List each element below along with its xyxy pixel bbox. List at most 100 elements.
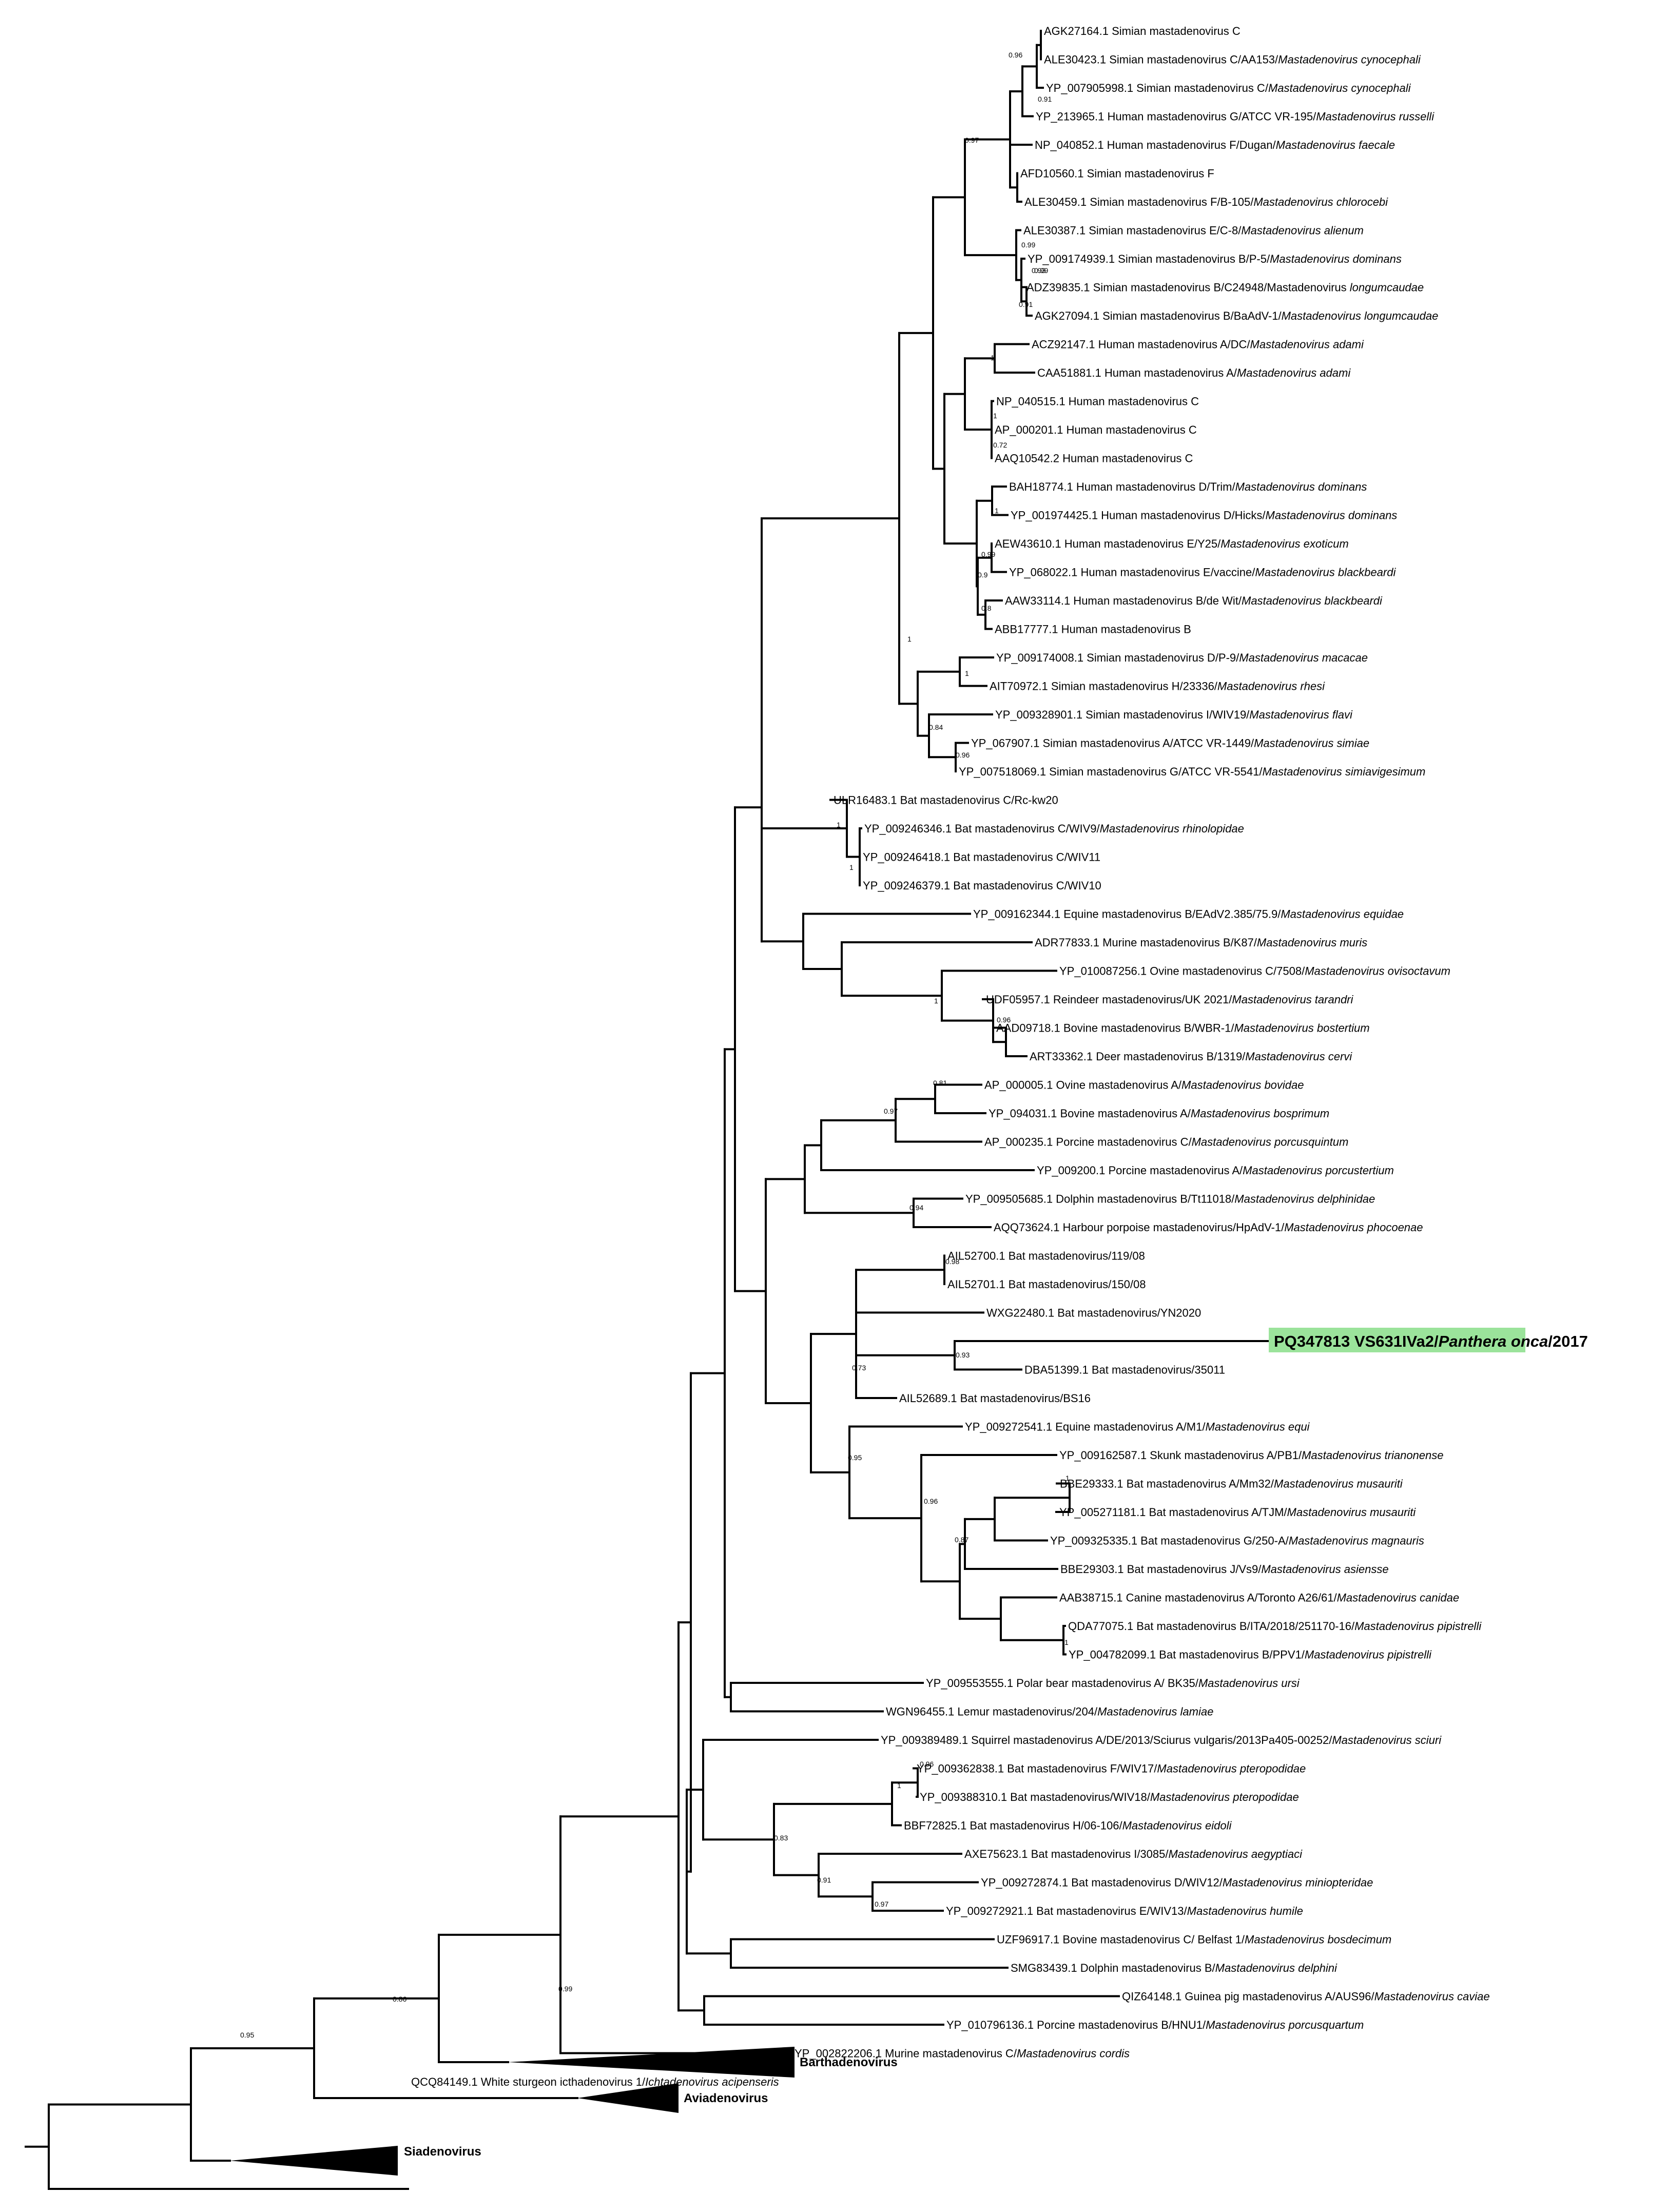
tip-label: YP_009272874.1 Bat mastadenovirus D/WIV1…	[981, 1876, 1373, 1889]
tip-label: ADZ39835.1 Simian mastadenovirus B/C2494…	[1026, 281, 1424, 294]
tip-label: ALE30459.1 Simian mastadenovirus F/B-105…	[1024, 196, 1388, 208]
tip-label: YP_009325335.1 Bat mastadenovirus G/250-…	[1050, 1535, 1424, 1547]
support-value: 0.95	[848, 1453, 862, 1462]
tip-label: YP_067907.1 Simian mastadenovirus A/ATCC…	[971, 737, 1369, 750]
tip-label: BAH18774.1 Human mastadenovirus D/Trim/M…	[1009, 480, 1367, 493]
tip-label: BBF72825.1 Bat mastadenovirus H/06-106/M…	[904, 1819, 1232, 1832]
support-value: 1	[991, 354, 995, 362]
tip-label: WGN96455.1 Lemur mastadenovirus/204/Mast…	[886, 1705, 1213, 1718]
tip-label: YP_002822206.1 Murine mastadenovirus C/M…	[795, 2047, 1130, 2060]
clade-label-siad: Siadenovirus	[404, 2145, 481, 2159]
tip-label: BBE29333.1 Bat mastadenovirus A/Mm32/Mas…	[1060, 1478, 1403, 1490]
tip-label: DBA51399.1 Bat mastadenovirus/35011	[1024, 1364, 1225, 1376]
support-value: 0.81	[933, 1079, 947, 1087]
tip-label: SMG83439.1 Dolphin mastadenovirus B/Mast…	[1011, 1962, 1338, 1974]
support-value: 0.83	[774, 1834, 788, 1842]
support-value: 0.99	[558, 1985, 572, 1993]
tip-label: NP_040852.1 Human mastadenovirus F/Dugan…	[1035, 139, 1395, 151]
clade-label-avia: Aviadenovirus	[684, 2091, 768, 2105]
tip-label: YP_010087256.1 Ovine mastadenovirus C/75…	[1059, 965, 1450, 978]
support-value: 1	[897, 1781, 901, 1790]
tip-label: AIL52689.1 Bat mastadenovirus/BS16	[899, 1392, 1091, 1405]
support-value: 0.96	[997, 1016, 1011, 1024]
tip-label: YP_009174008.1 Simian mastadenovirus D/P…	[996, 651, 1368, 664]
tip-label: YP_009328901.1 Simian mastadenovirus I/W…	[995, 708, 1353, 721]
highlighted-tip-label: PQ347813 VS631IVa2/Panthera onca/2017	[1274, 1332, 1588, 1350]
tip-label: YP_068022.1 Human mastadenovirus E/vacci…	[1009, 566, 1396, 579]
tip-label: AEW43610.1 Human mastadenovirus E/Y25/Ma…	[995, 537, 1349, 550]
tip-label: ALE30423.1 Simian mastadenovirus C/AA153…	[1044, 53, 1421, 66]
tip-label: AAQ10542.2 Human mastadenovirus C	[995, 452, 1193, 465]
tip-label: AAW33114.1 Human mastadenovirus B/de Wit…	[1005, 594, 1383, 607]
support-value: 1	[965, 669, 969, 677]
tip-label: YP_009174939.1 Simian mastadenovirus B/P…	[1028, 253, 1402, 265]
support-value: 0.97	[875, 1900, 888, 1908]
tip-label: AP_000005.1 Ovine mastadenovirus A/Masta…	[984, 1079, 1304, 1092]
support-value: 0.93	[1032, 266, 1045, 275]
support-value: 0.96	[956, 751, 970, 759]
tip-label: UZF96917.1 Bovine mastadenovirus C/ Belf…	[997, 1933, 1391, 1946]
tip-label: ART33362.1 Deer mastadenovirus B/1319/Ma…	[1030, 1050, 1352, 1063]
support-value: 0.99	[1021, 241, 1035, 249]
tip-label: YP_001974425.1 Human mastadenovirus D/Hi…	[1011, 509, 1397, 522]
support-value: 0.96	[1009, 51, 1022, 59]
support-value: 0.91	[1038, 95, 1052, 103]
tip-label: QIZ64148.1 Guinea pig mastadenovirus A/A…	[1122, 1990, 1490, 2003]
tip-label: YP_005271181.1 Bat mastadenovirus A/TJM/…	[1059, 1506, 1416, 1519]
tip-label: YP_010796136.1 Porcine mastadenovirus B/…	[946, 2019, 1364, 2031]
tip-label: QDA77075.1 Bat mastadenovirus B/ITA/2018…	[1068, 1620, 1482, 1633]
tip-label: YP_009246346.1 Bat mastadenovirus C/WIV9…	[864, 822, 1244, 835]
tip-label: ACZ92147.1 Human mastadenovirus A/DC/Mas…	[1032, 338, 1364, 351]
tip-label: YP_009272921.1 Bat mastadenovirus E/WIV1…	[946, 1905, 1303, 1917]
tip-label: AAD09718.1 Bovine mastadenovirus B/WBR-1…	[996, 1022, 1370, 1035]
tip-labels: AGK27164.1 Simian mastadenovirus C ALE304…	[411, 25, 1588, 2088]
tip-label: NP_040515.1 Human mastadenovirus C	[996, 395, 1199, 408]
tip-label: YP_009553555.1 Polar bear mastadenovirus…	[926, 1677, 1300, 1690]
tip-label: ALE30387.1 Simian mastadenovirus E/C-8/M…	[1023, 224, 1364, 237]
tip-label: AAB38715.1 Canine mastadenovirus A/Toron…	[1059, 1592, 1459, 1604]
tip-label: YP_009505685.1 Dolphin mastadenovirus B/…	[965, 1193, 1375, 1206]
tip-label: AP_000235.1 Porcine mastadenovirus C/Mas…	[984, 1136, 1348, 1149]
tip-label: AIL52700.1 Bat mastadenovirus/119/08	[947, 1250, 1145, 1263]
tip-label: QCQ84149.1 White sturgeon icthadenovirus…	[411, 2075, 779, 2088]
collapsed-clade-siad	[230, 2146, 398, 2176]
tip-label: AQQ73624.1 Harbour porpoise mastadenovir…	[994, 1221, 1423, 1234]
support-value: 0.97	[884, 1107, 898, 1115]
support-value: 1	[1064, 1638, 1069, 1646]
collapsed-clade-barth	[508, 2047, 795, 2078]
collapsed-clade-avia	[577, 2083, 679, 2113]
tip-label: CAA51881.1 Human mastadenovirus A/Mastad…	[1037, 366, 1351, 379]
support-value: 1	[995, 507, 999, 515]
support-value: 0.91	[817, 1876, 831, 1884]
tip-label: YP_213965.1 Human mastadenovirus G/ATCC …	[1036, 110, 1435, 123]
support-value: 0.96	[920, 1760, 934, 1768]
support-value: 0.97	[965, 136, 979, 144]
tip-label: YP_009388310.1 Bat mastadenovirus/WIV18/…	[920, 1791, 1299, 1803]
tip-label: YP_004782099.1 Bat mastadenovirus B/PPV1…	[1069, 1648, 1432, 1661]
support-value: 1	[907, 635, 912, 643]
tip-label: YP_009162344.1 Equine mastadenovirus B/E…	[973, 908, 1404, 921]
support-value: 1	[837, 821, 841, 829]
support-value: 0.73	[852, 1364, 866, 1372]
tip-label: YP_009272541.1 Equine mastadenovirus A/M…	[965, 1421, 1310, 1433]
tip-label: AFD10560.1 Simian mastadenovirus F	[1020, 167, 1214, 180]
tip-label: YP_007905998.1 Simian mastadenovirus C/M…	[1046, 82, 1411, 94]
tip-label: AGK27164.1 Simian mastadenovirus C	[1044, 25, 1241, 37]
support-value: 0.94	[909, 1204, 923, 1212]
tip-label: YP_009246418.1 Bat mastadenovirus C/WIV1…	[863, 851, 1100, 864]
tip-label: YP_009162587.1 Skunk mastadenovirus A/PB…	[1059, 1449, 1444, 1462]
tip-label: AGK27094.1 Simian mastadenovirus B/BaAdV…	[1035, 309, 1438, 322]
tip-label: WXG22480.1 Bat mastadenovirus/YN2020	[986, 1307, 1201, 1320]
tip-label: ULR16483.1 Bat mastadenovirus C/Rc-kw20	[834, 794, 1058, 807]
tip-label: UDF05957.1 Reindeer mastadenovirus/UK 20…	[986, 993, 1354, 1006]
support-value: 0.86	[393, 1995, 406, 2003]
tip-label: ABB17777.1 Human mastadenovirus B	[995, 623, 1191, 636]
support-value: 0.9	[978, 571, 988, 579]
support-value: 0.87	[955, 1536, 968, 1544]
support-value: 0.91	[1019, 300, 1033, 308]
tip-label: AIL52701.1 Bat mastadenovirus/150/08	[947, 1278, 1146, 1291]
support-value: 0.98	[945, 1257, 959, 1266]
tip-label: BBE29303.1 Bat mastadenovirus J/Vs9/Mast…	[1060, 1563, 1389, 1576]
